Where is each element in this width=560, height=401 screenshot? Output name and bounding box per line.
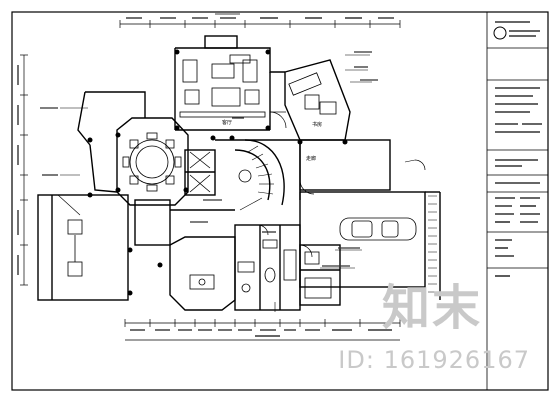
bottom-dimension-line — [124, 319, 401, 341]
room-label-corridor: 走廊 — [306, 155, 316, 162]
left-dimension-line — [17, 54, 28, 286]
annotation-text-marks — [40, 51, 378, 267]
furniture — [67, 54, 437, 299]
walls — [37, 35, 441, 311]
watermark-id: ID: 161926167 — [338, 346, 530, 374]
room-label-living-room: 客厅 — [222, 119, 232, 126]
company-logo — [493, 26, 507, 40]
title-block — [486, 11, 549, 391]
room-label-study: 书房 — [312, 121, 322, 128]
door-swings — [257, 111, 426, 258]
watermark-brand: 知末 — [381, 280, 482, 336]
top-dimension-line — [119, 13, 401, 28]
annotation-leaders — [57, 54, 416, 312]
columns — [87, 49, 348, 296]
